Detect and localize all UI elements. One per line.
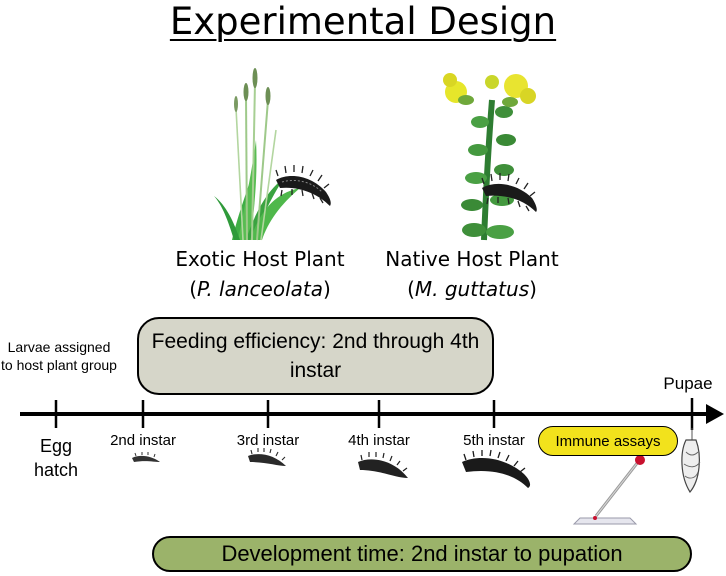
native-plant-label: Native Host Plant (M. guttatus) [372,244,572,304]
exotic-plant-illustration [214,68,300,241]
stage-label-4th-instar: 4th instar [348,432,410,449]
feeding-efficiency-box: Feeding efficiency: 2nd through 4th inst… [137,317,494,395]
egg-hatch-label: Egg hatch [33,436,79,480]
larvae-assigned-label: Larvae assigned to host plant group [1,339,117,373]
pupa-icon [681,428,701,494]
exotic-species-italic: P. lanceolata [197,277,323,301]
exotic-plant-label: Exotic Host Plant (P. lanceolata) [160,244,360,304]
exotic-plant-name: Exotic Host Plant [175,247,345,271]
stage-label-3rd-instar: 3rd instar [236,432,300,449]
development-time-box: Development time: 2nd instar to pupation [152,536,692,572]
timeline-axis [20,398,724,430]
immune-assay-illustration [572,455,645,525]
caterpillar-on-native-plant [481,173,537,212]
caterpillar-5th-instar-icon [462,449,531,488]
diagram-title: Experimental Design [169,0,557,43]
caterpillar-3rd-instar-icon [248,448,286,466]
native-plant-name: Native Host Plant [385,247,559,271]
exotic-plant-species: (P. lanceolata) [189,277,331,301]
native-plant-species: (M. guttatus) [407,277,537,301]
native-species-italic: M. guttatus [414,277,530,301]
caterpillar-4th-instar-icon [358,452,408,478]
native-plant-illustration [443,73,536,241]
caterpillar-2nd-instar-icon [132,452,160,462]
immune-assays-box: Immune assays [538,426,678,456]
pupae-label: Pupae [663,374,713,393]
stage-label-5th-instar: 5th instar [463,432,525,449]
caterpillar-on-exotic-plant [275,165,331,206]
stage-label-2nd-instar: 2nd instar [110,432,176,449]
